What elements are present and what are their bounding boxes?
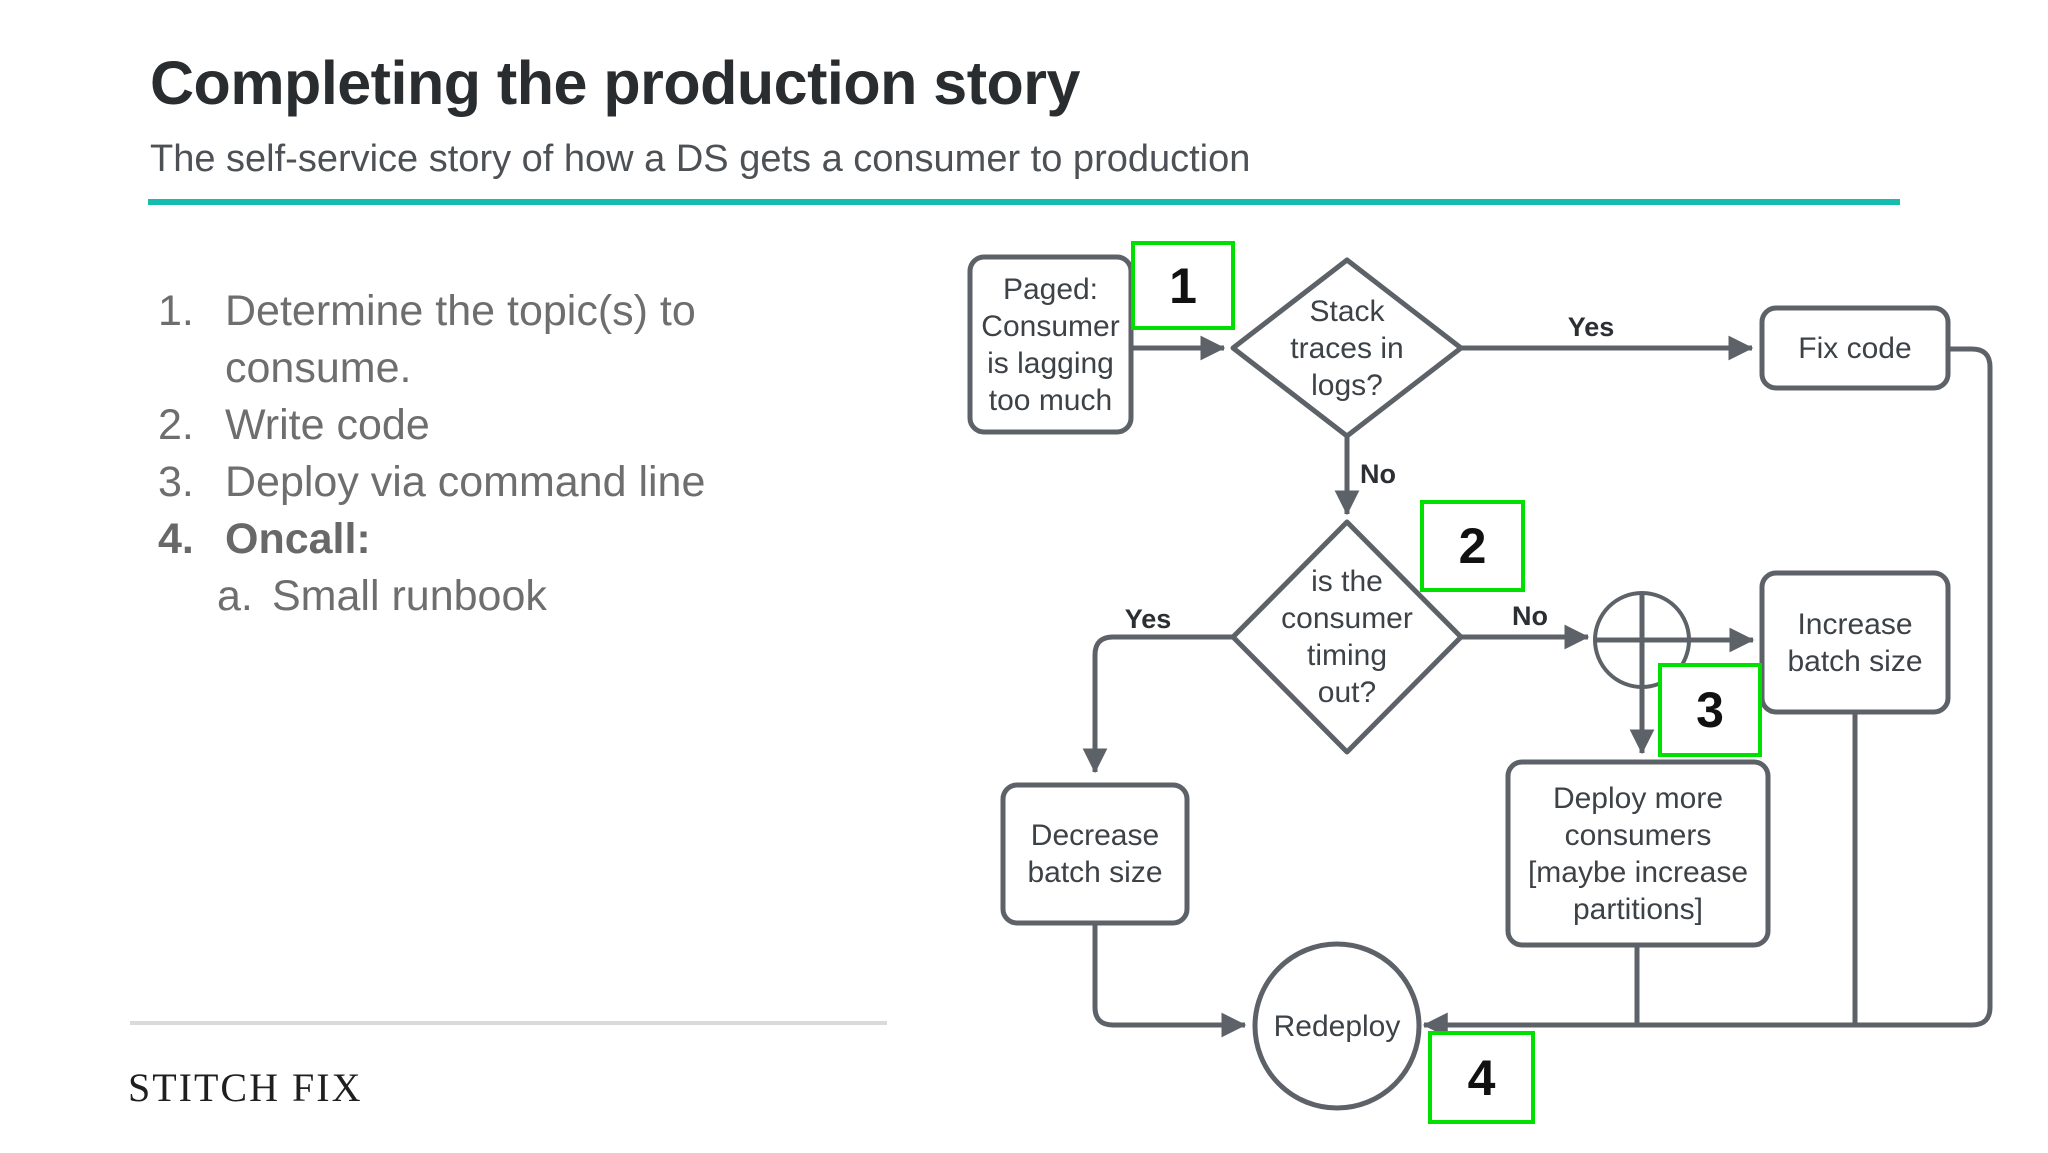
list-text: Write code — [225, 401, 430, 449]
decrease-batch-box-label: Decrease batch size — [1027, 819, 1163, 889]
stack-diamond-label: Stack traces in logs? — [1290, 294, 1404, 402]
edge-label-stack-no: No — [1360, 458, 1396, 489]
increase-batch-box-label: Increase batch size — [1787, 607, 1923, 678]
edge-label-timing-no: No — [1512, 600, 1548, 631]
paged-box-shape — [967, 254, 1134, 435]
callout-box-3 — [1658, 663, 1762, 757]
redeploy-circle-label: Redeploy — [1273, 1009, 1401, 1043]
decrease-batch-box-shape — [1000, 782, 1190, 926]
paged-box-label: Paged: Consumer is lagging too much — [981, 272, 1120, 417]
page-title: Completing the production story — [150, 49, 1080, 117]
connector-decrease-to-redeploy — [1092, 923, 1247, 1038]
list-text: Small runbook — [272, 572, 547, 620]
callout-number-2: 2 — [1458, 518, 1487, 574]
list-marker: 2. — [158, 401, 194, 449]
deploy-more-box-label: Deploy more consumers [maybe increase pa… — [1527, 781, 1749, 926]
list-marker: 1. — [158, 287, 194, 335]
accent-underline — [148, 199, 1900, 205]
edge-label-stack-yes: Yes — [1567, 311, 1615, 342]
deploy-more-box-shape — [1505, 759, 1771, 948]
callout-number-3: 3 — [1696, 682, 1724, 738]
connector-timing-yes — [1082, 634, 1233, 774]
callout-box-1 — [1131, 241, 1235, 330]
callout-box-4 — [1428, 1031, 1535, 1124]
stitch-fix-logo: STITCH FIX — [128, 1065, 363, 1110]
list-subitem: a. Small runbook — [150, 568, 790, 625]
list-marker: 3. — [158, 458, 194, 506]
list-text: Deploy via command line — [225, 458, 706, 506]
fix-code-box-shape — [1759, 305, 1951, 391]
list-item: 3. Deploy via command line — [150, 454, 790, 511]
edge-label-timing-yes: Yes — [1124, 603, 1172, 634]
list-item: 2. Write code — [150, 397, 790, 454]
connector-fix-to-redeploy — [1422, 346, 1993, 1038]
callout-number-1: 1 — [1169, 257, 1197, 314]
list-text: Oncall: — [225, 515, 371, 563]
redeploy-circle-shape — [1252, 941, 1422, 1111]
callout-box-2 — [1420, 500, 1525, 592]
list-item: 1. Determine the topic(s) to consume. — [150, 283, 790, 397]
fix-code-box-label: Fix code — [1798, 331, 1912, 365]
list-text: Determine the topic(s) to consume. — [225, 287, 696, 392]
stack-diamond-shape — [1230, 257, 1464, 439]
increase-batch-box-shape — [1759, 570, 1951, 715]
footer-divider — [130, 1021, 887, 1025]
list-marker: a. — [217, 572, 253, 620]
steps-list: 1. Determine the topic(s) to consume. 2.… — [150, 283, 790, 625]
page-subtitle: The self-service story of how a DS gets … — [150, 138, 1251, 180]
list-item: 4. Oncall: — [150, 511, 790, 568]
timing-diamond-shape — [1230, 519, 1464, 755]
list-marker: 4. — [158, 515, 194, 563]
timing-diamond-label: is the consumer timing out? — [1281, 565, 1413, 709]
callout-number-4: 4 — [1467, 1049, 1496, 1106]
